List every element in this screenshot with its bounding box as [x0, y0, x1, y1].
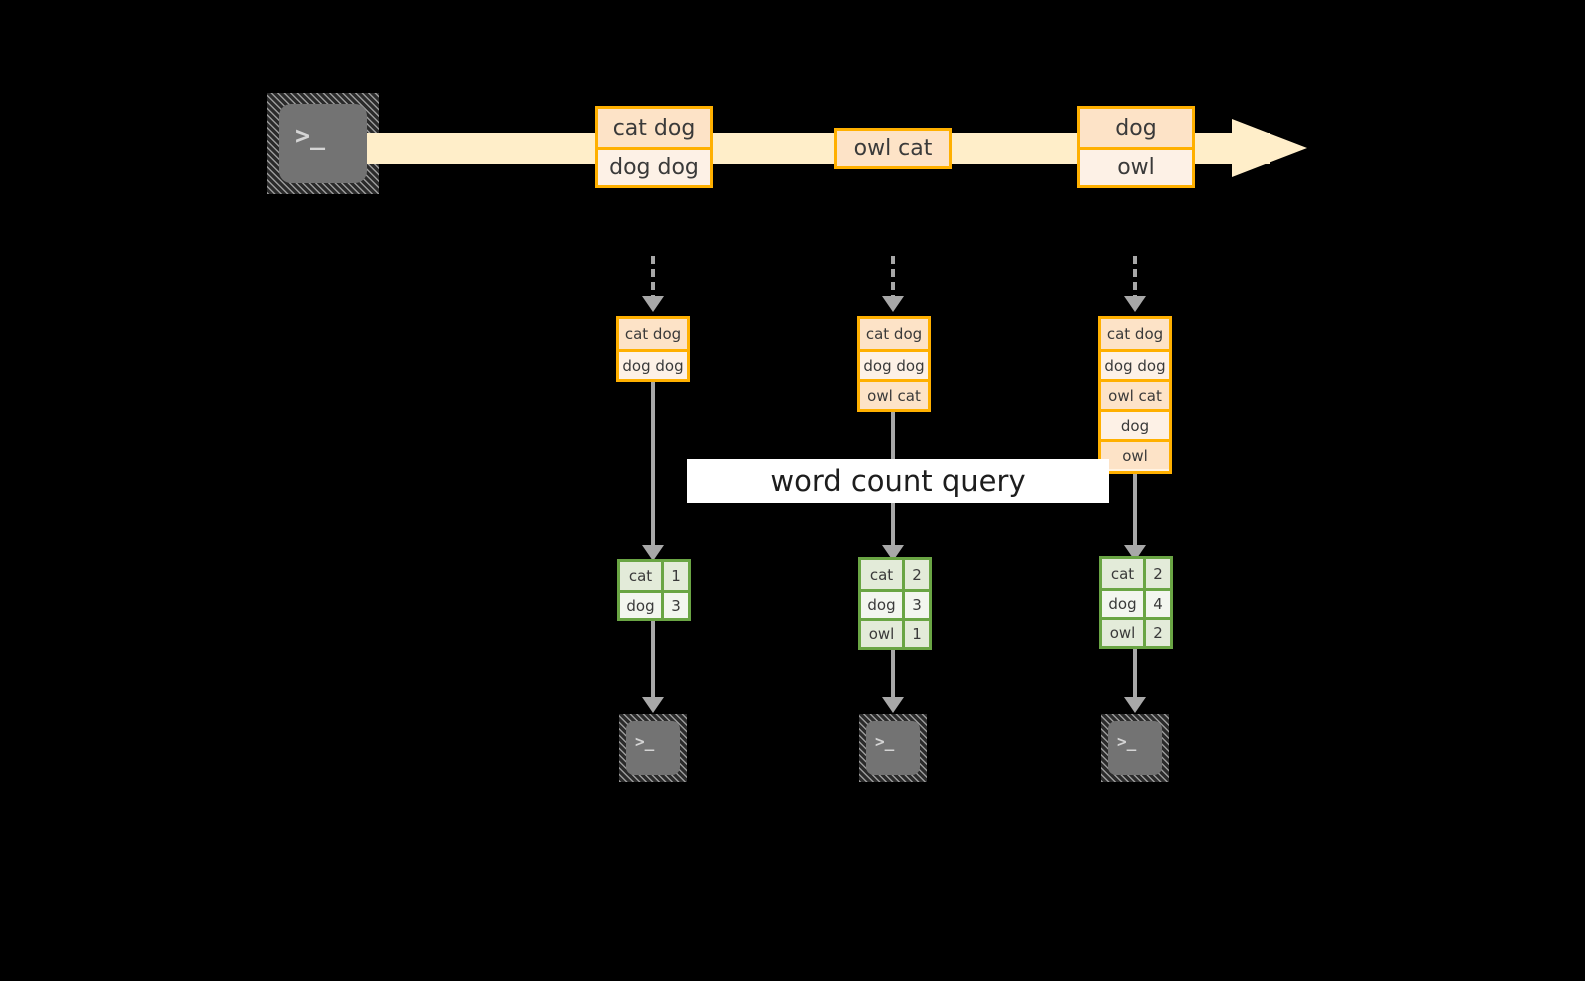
snapshot-1-query-arrowhead — [642, 545, 664, 561]
result-word: cat — [620, 562, 664, 590]
result-count: 1 — [664, 562, 688, 590]
log-line: owl cat — [1101, 379, 1169, 409]
terminal-body — [1108, 721, 1162, 775]
snapshot-1-drop-arrowhead — [642, 296, 664, 312]
result-word: owl — [861, 621, 905, 647]
table-row: dog 4 — [1102, 588, 1170, 617]
terminal-prompt-glyph: >_ — [635, 732, 655, 751]
result-word: cat — [861, 560, 905, 589]
snapshot-2-sink-line — [891, 650, 895, 699]
result-word: cat — [1102, 559, 1146, 588]
snapshot-2-log[interactable]: cat dog dog dog owl cat — [857, 316, 931, 412]
log-line: dog dog — [860, 349, 928, 379]
snapshot-2-result-table[interactable]: cat 2 dog 3 owl 1 — [858, 557, 932, 650]
snapshot-1-log[interactable]: cat dog dog dog — [616, 316, 690, 382]
terminal-prompt-glyph: >_ — [295, 121, 326, 150]
log-line: owl — [1101, 439, 1169, 469]
table-row: owl 1 — [861, 618, 929, 647]
table-row: cat 2 — [861, 560, 929, 589]
result-word: owl — [1102, 620, 1146, 646]
snapshot-3-log[interactable]: cat dog dog dog owl cat dog owl — [1098, 316, 1172, 474]
snapshot-2-sink-arrowhead — [882, 697, 904, 713]
table-row: cat 2 — [1102, 559, 1170, 588]
result-count: 3 — [905, 592, 929, 618]
terminal-body — [279, 104, 367, 183]
terminal-prompt-glyph: >_ — [1117, 732, 1137, 751]
terminal-body — [866, 721, 920, 775]
stream-event-line: dog dog — [598, 147, 710, 185]
snapshot-1-drop-line — [651, 256, 655, 298]
result-count: 2 — [1146, 620, 1170, 646]
snapshot-1-result-table[interactable]: cat 1 dog 3 — [617, 559, 691, 621]
snapshot-3-result-table[interactable]: cat 2 dog 4 owl 2 — [1099, 556, 1173, 649]
stream-event-line: dog — [1080, 109, 1192, 147]
snapshot-3-sink-line — [1133, 649, 1137, 699]
table-row: cat 1 — [620, 562, 688, 590]
snapshot-1-sink-line — [651, 621, 655, 699]
table-row: owl 2 — [1102, 617, 1170, 646]
snapshot-2-drop-arrowhead — [882, 296, 904, 312]
log-line: cat dog — [860, 319, 928, 349]
result-word: dog — [1102, 591, 1146, 617]
log-line: owl cat — [860, 379, 928, 409]
log-line: cat dog — [619, 319, 687, 349]
log-line: cat dog — [1101, 319, 1169, 349]
query-label: word count query — [687, 459, 1109, 503]
stream-event-line: owl cat — [837, 131, 949, 166]
stream-event-line: owl — [1080, 147, 1192, 185]
snapshot-3-sink-arrowhead — [1124, 697, 1146, 713]
result-count: 2 — [1146, 559, 1170, 588]
terminal-prompt-glyph: >_ — [875, 732, 895, 751]
result-word: dog — [861, 592, 905, 618]
stream-arrowhead — [1232, 119, 1307, 177]
table-row: dog 3 — [861, 589, 929, 618]
snapshot-1-sink-terminal-icon: >_ — [619, 714, 687, 782]
stream-event-line: cat dog — [598, 109, 710, 147]
stream-event-2[interactable]: owl cat — [834, 128, 952, 169]
stream-event-3[interactable]: dog owl — [1077, 106, 1195, 188]
log-line: dog dog — [619, 349, 687, 379]
snapshot-3-drop-line — [1133, 256, 1137, 298]
snapshot-3-drop-arrowhead — [1124, 296, 1146, 312]
result-count: 3 — [664, 593, 688, 618]
result-count: 2 — [905, 560, 929, 589]
snapshot-1-sink-arrowhead — [642, 697, 664, 713]
result-word: dog — [620, 593, 664, 618]
result-count: 1 — [905, 621, 929, 647]
stream-event-1[interactable]: cat dog dog dog — [595, 106, 713, 188]
table-row: dog 3 — [620, 590, 688, 618]
snapshot-2-drop-line — [891, 256, 895, 298]
log-line: dog dog — [1101, 349, 1169, 379]
source-terminal-icon: >_ — [267, 93, 379, 194]
log-line: dog — [1101, 409, 1169, 439]
snapshot-3-sink-terminal-icon: >_ — [1101, 714, 1169, 782]
snapshot-1-query-line — [651, 382, 655, 547]
snapshot-3-query-line — [1133, 474, 1137, 547]
result-count: 4 — [1146, 591, 1170, 617]
terminal-body — [626, 721, 680, 775]
snapshot-2-sink-terminal-icon: >_ — [859, 714, 927, 782]
